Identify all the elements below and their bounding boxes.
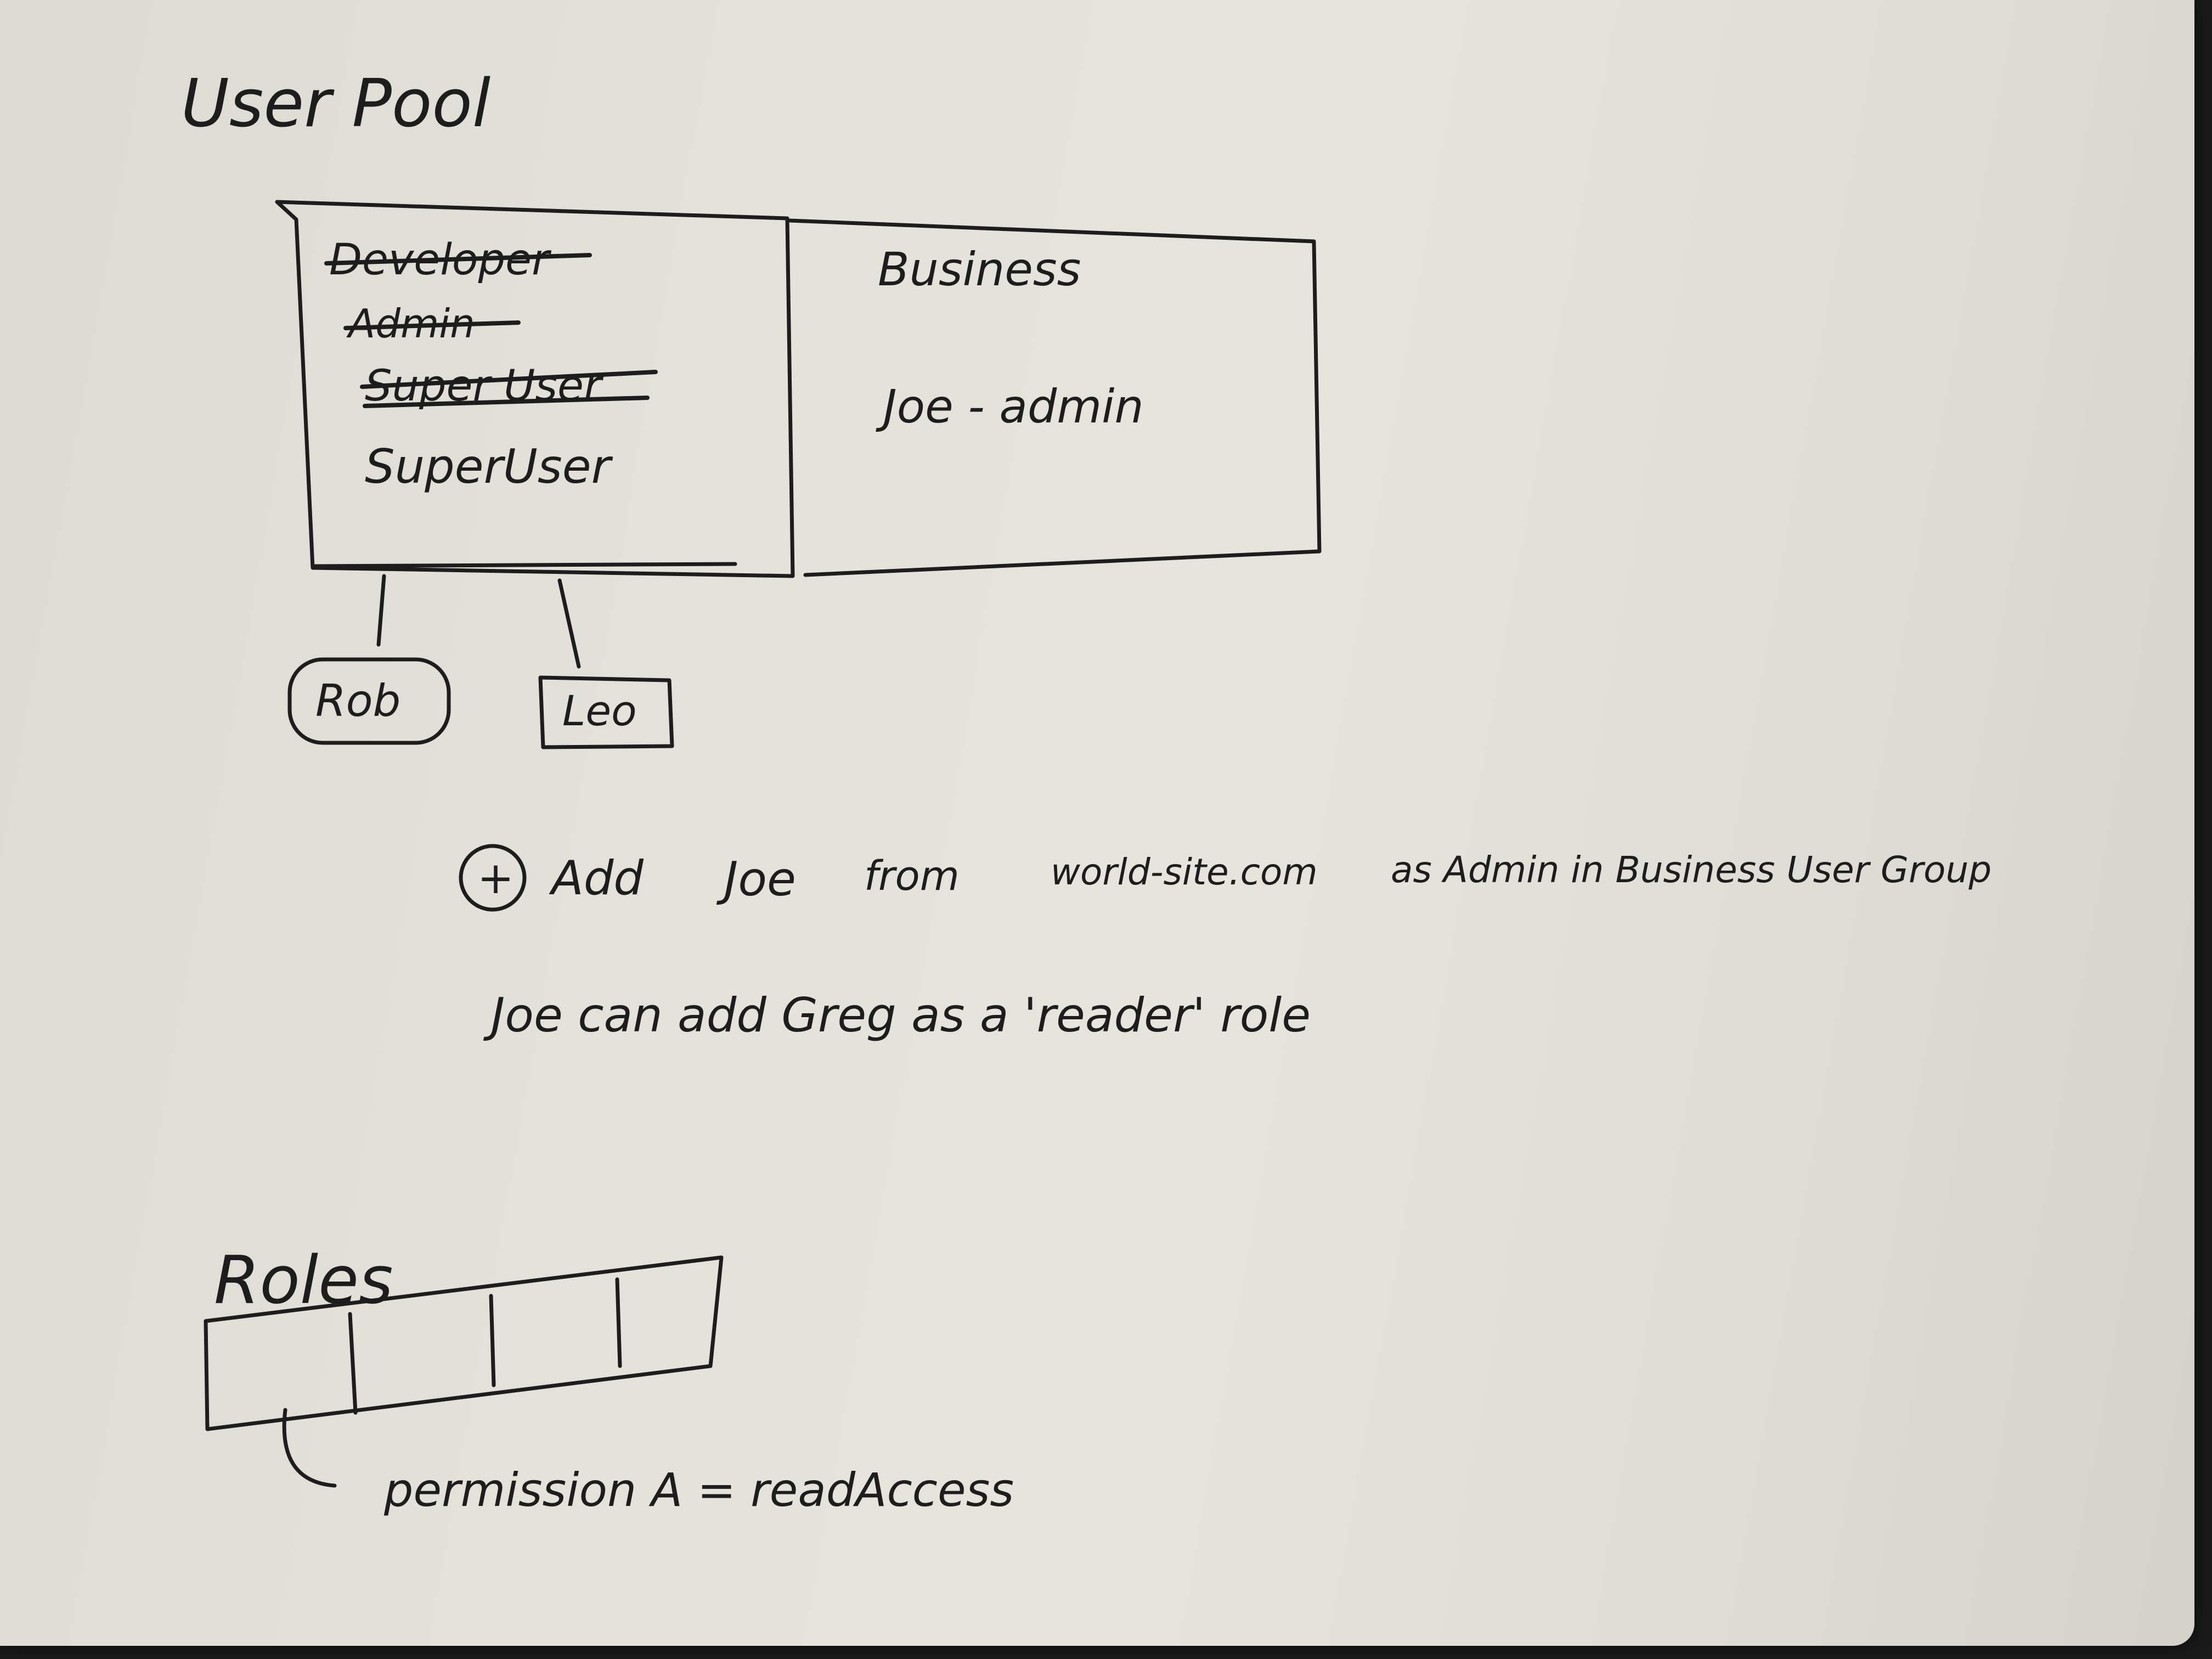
connector-leo: [557, 578, 581, 669]
member-rob-label: Rob: [315, 675, 400, 726]
permission-annotation: permission A = readAccess: [383, 1463, 1014, 1517]
joe-admin-member: Joe - admin: [876, 380, 1144, 433]
roles-table-divider-3: [615, 1277, 622, 1368]
member-leo-label: Leo: [562, 686, 637, 735]
member-rob-box: [287, 657, 451, 745]
roles-table: [204, 1255, 724, 1431]
business-group-label: Business: [878, 242, 1081, 296]
note-add-rest: as Admin in Business User Group: [1391, 849, 1991, 891]
roles-table-divider-2: [489, 1294, 496, 1387]
superuser-box-bottom-stroke: [311, 562, 737, 568]
roles-table-divider-1: [348, 1312, 358, 1415]
note-add-site: world-site.com: [1051, 851, 1318, 893]
struck-role-super-user: Super User: [360, 362, 658, 411]
roles-title: Roles: [214, 1243, 393, 1319]
add-step-marker: +: [477, 853, 514, 904]
struck-role-admin: Admin: [343, 301, 521, 347]
note-add-name: Joe: [716, 852, 796, 907]
struck-role-developer: Developer: [324, 235, 592, 285]
note-add-action: Add: [549, 851, 644, 906]
superuser-role-label: SuperUser: [365, 439, 613, 494]
note-add-from: from: [864, 853, 960, 900]
connector-rob: [376, 574, 386, 647]
member-leo-box: [538, 675, 674, 749]
add-step-circle: [459, 844, 527, 912]
permission-pointer: [282, 1408, 337, 1488]
note-joe-can-add-greg: Joe can add Greg as a 'reader' role: [483, 988, 1311, 1043]
business-group-box: [788, 218, 1322, 577]
superuser-group-box: [275, 200, 795, 578]
user-pool-title: User Pool: [181, 66, 490, 142]
